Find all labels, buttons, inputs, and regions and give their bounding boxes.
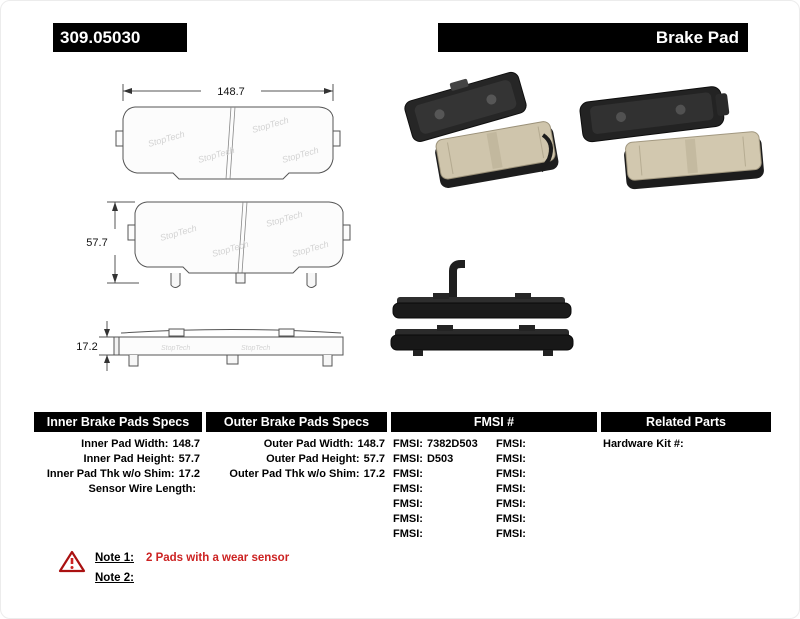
fmsi-row: FMSI: xyxy=(494,512,597,527)
watermark: StopTech xyxy=(161,345,190,352)
fmsi-label: FMSI: xyxy=(496,438,526,450)
height-dim-label: 57.7 xyxy=(86,237,107,249)
product-type-bar: Brake Pad xyxy=(438,23,748,52)
width-dim-label: 148.7 xyxy=(217,86,245,98)
spec-label: Outer Pad Thk w/o Shim: xyxy=(229,468,360,480)
inner-spec-row: Sensor Wire Length: xyxy=(34,482,202,497)
fmsi-label: FMSI: xyxy=(496,468,526,480)
related-part-label: Hardware Kit #: xyxy=(603,438,684,450)
fmsi-row: FMSI: xyxy=(391,527,494,542)
fmsi-row: FMSI: xyxy=(391,482,494,497)
fmsi-header: FMSI # xyxy=(391,412,597,432)
fmsi-subcolumn-1: FMSI: 7382D503 FMSI: D503 FMSI: FMSI: FM… xyxy=(391,437,494,542)
spec-value: 17.2 xyxy=(178,468,200,480)
photo-pads-pair-right xyxy=(579,86,764,190)
photo-pad-edge-2 xyxy=(390,325,574,356)
fmsi-label: FMSI: xyxy=(393,483,423,495)
spec-label: Outer Pad Width: xyxy=(263,438,354,450)
spec-value: 57.7 xyxy=(363,453,385,465)
fmsi-value: 7382D503 xyxy=(426,438,478,450)
height-dimension: 57.7 xyxy=(86,201,139,284)
fmsi-column: FMSI # FMSI: 7382D503 FMSI: D503 FMSI: F… xyxy=(391,412,597,542)
outer-spec-row: Outer Pad Width: 148.7 xyxy=(206,437,387,452)
photo-pad-friction-right xyxy=(624,131,764,190)
fmsi-row: FMSI: xyxy=(494,452,597,467)
fmsi-label: FMSI: xyxy=(393,438,423,450)
warning-triangle-icon xyxy=(58,550,86,573)
product-name: Brake Pad xyxy=(655,28,739,47)
fmsi-label: FMSI: xyxy=(393,528,423,540)
width-dimension: 148.7 xyxy=(122,84,334,101)
fmsi-row: FMSI: xyxy=(391,467,494,482)
photo-pad-backing-left xyxy=(404,71,527,142)
inner-spec-row: Inner Pad Thk w/o Shim: 17.2 xyxy=(34,467,202,482)
wear-sensor-wire xyxy=(539,133,553,173)
spec-label: Inner Pad Width: xyxy=(81,438,169,450)
inner-specs-column: Inner Brake Pads Specs Inner Pad Width: … xyxy=(34,412,202,497)
fmsi-label: FMSI: xyxy=(496,498,526,510)
outer-specs-header: Outer Brake Pads Specs xyxy=(206,412,387,432)
photo-pads-edge-view xyxy=(390,260,574,356)
note1-text: 2 Pads with a wear sensor xyxy=(146,552,290,564)
fmsi-label: FMSI: xyxy=(496,528,526,540)
fmsi-label: FMSI: xyxy=(496,513,526,525)
inner-specs-header: Inner Brake Pads Specs xyxy=(34,412,202,432)
outer-spec-row: Outer Pad Height: 57.7 xyxy=(206,452,387,467)
thickness-dim-label: 17.2 xyxy=(76,341,97,353)
fmsi-row: FMSI: 7382D503 xyxy=(391,437,494,452)
fmsi-label: FMSI: xyxy=(393,468,423,480)
pad-front-drawing-2: StopTech StopTech StopTech StopTech xyxy=(127,201,351,288)
related-parts-column: Related Parts Hardware Kit #: xyxy=(601,412,771,452)
fmsi-row: FMSI: xyxy=(494,467,597,482)
photo-pad-friction-left xyxy=(435,121,559,188)
related-parts-header: Related Parts xyxy=(601,412,771,432)
fmsi-label: FMSI: xyxy=(393,453,423,465)
spec-label: Sensor Wire Length: xyxy=(88,483,196,495)
fmsi-row: FMSI: xyxy=(391,512,494,527)
watermark: StopTech xyxy=(241,345,270,352)
note1-label: Note 1: xyxy=(95,552,134,564)
fmsi-row: FMSI: xyxy=(494,527,597,542)
fmsi-row: FMSI: xyxy=(391,497,494,512)
fmsi-label: FMSI: xyxy=(393,513,423,525)
part-number: 309.05030 xyxy=(60,28,141,47)
spec-value: 57.7 xyxy=(178,453,200,465)
inner-spec-row: Inner Pad Height: 57.7 xyxy=(34,452,202,467)
fmsi-label: FMSI: xyxy=(496,453,526,465)
spec-label: Inner Pad Height: xyxy=(83,453,175,465)
spec-value: 148.7 xyxy=(172,438,200,450)
fmsi-row: FMSI: xyxy=(494,482,597,497)
note2-label: Note 2: xyxy=(95,572,134,584)
related-part-row: Hardware Kit #: xyxy=(601,437,771,452)
spec-value: 17.2 xyxy=(363,468,385,480)
photo-pads-pair-left xyxy=(404,71,559,188)
outer-spec-row: Outer Pad Thk w/o Shim: 17.2 xyxy=(206,467,387,482)
fmsi-row: FMSI: xyxy=(494,437,597,452)
inner-spec-row: Inner Pad Width: 148.7 xyxy=(34,437,202,452)
spec-value: 148.7 xyxy=(357,438,385,450)
fmsi-value: D503 xyxy=(426,453,454,465)
photo-pad-backing-right xyxy=(579,86,730,143)
pad-profile-drawing: StopTech StopTech xyxy=(113,328,344,367)
drawings-and-photos: 148.7 StopTech StopTech StopTech StopTec… xyxy=(76,71,764,371)
spec-label: Outer Pad Height: xyxy=(266,453,360,465)
fmsi-row: FMSI: D503 xyxy=(391,452,494,467)
fmsi-subcolumn-2: FMSI: FMSI: FMSI: FMSI: FMSI: xyxy=(494,437,597,542)
part-number-bar: 309.05030 xyxy=(53,23,187,52)
photo-pad-edge-1 xyxy=(392,260,572,319)
fmsi-label: FMSI: xyxy=(496,483,526,495)
outer-specs-column: Outer Brake Pads Specs Outer Pad Width: … xyxy=(206,412,387,482)
spec-label: Inner Pad Thk w/o Shim: xyxy=(46,468,175,480)
pad-front-drawing-1: StopTech StopTech StopTech StopTech xyxy=(115,106,341,180)
fmsi-row: FMSI: xyxy=(494,497,597,512)
fmsi-label: FMSI: xyxy=(393,498,423,510)
